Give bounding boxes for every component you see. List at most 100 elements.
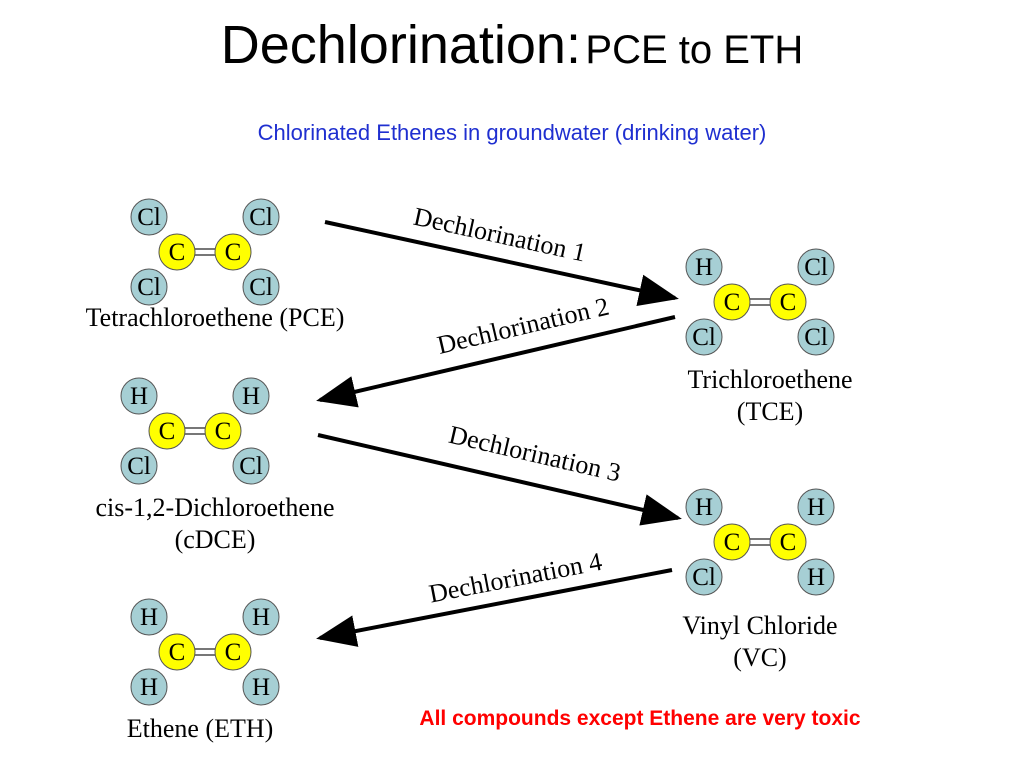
atom-circle	[242, 668, 280, 706]
atom-symbol: C	[169, 239, 186, 266]
atom-circle	[120, 447, 158, 485]
atom-top-right: Cl	[242, 198, 280, 236]
atom-circle	[242, 198, 280, 236]
atom-circle	[797, 318, 835, 356]
atom-center-right: C	[769, 283, 807, 321]
atom-circle	[713, 523, 751, 561]
atom-top-left: Cl	[130, 198, 168, 236]
atom-circle	[685, 488, 723, 526]
atom-top-right: Cl	[797, 248, 835, 286]
title-main: Dechlorination:	[220, 15, 581, 75]
atom-symbol: C	[169, 639, 186, 666]
atom-symbol: H	[130, 383, 148, 410]
molecule-name-tce: Trichloroethene (TCE)	[620, 364, 920, 428]
atom-symbol: C	[159, 418, 176, 445]
molecule-name-line: (cDCE)	[174, 525, 256, 554]
atom-center-right: C	[769, 523, 807, 561]
atom-circle	[797, 488, 835, 526]
atom-symbol: C	[225, 639, 242, 666]
atom-circle	[130, 668, 168, 706]
atom-circle	[769, 523, 807, 561]
atom-bottom-right: Cl	[242, 268, 280, 306]
atom-symbol: Cl	[137, 274, 161, 301]
reaction-step1: Dechlorination 1	[324, 202, 679, 306]
atom-bottom-right: Cl	[797, 318, 835, 356]
atom-center-left: C	[713, 523, 751, 561]
atom-symbol: Cl	[692, 324, 716, 351]
molecule-name-line: Ethene (ETH)	[126, 714, 274, 743]
atom-symbol: Cl	[804, 324, 828, 351]
atom-symbol: C	[780, 289, 797, 316]
atom-circle	[232, 377, 270, 415]
atom-symbol: C	[215, 418, 232, 445]
atom-symbol: H	[695, 254, 713, 281]
atom-symbol: H	[252, 604, 270, 631]
atom-circle	[685, 558, 723, 596]
atom-center-left: C	[713, 283, 751, 321]
atom-center-left: C	[158, 633, 196, 671]
reaction-label: Dechlorination 3	[446, 420, 623, 488]
atom-symbol: Cl	[137, 204, 161, 231]
atom-symbol: H	[807, 564, 825, 591]
atom-symbol: H	[695, 494, 713, 521]
atom-circle	[130, 598, 168, 636]
atom-symbol: Cl	[127, 453, 151, 480]
atom-circle	[797, 558, 835, 596]
atom-circle	[158, 633, 196, 671]
atom-center-left: C	[158, 233, 196, 271]
atom-circle	[214, 633, 252, 671]
subtitle: Chlorinated Ethenes in groundwater (drin…	[257, 120, 767, 145]
atom-symbol: C	[780, 529, 797, 556]
atom-circle	[130, 198, 168, 236]
reaction-arrow	[316, 315, 676, 408]
atom-symbol: C	[225, 239, 242, 266]
reaction-label: Dechlorination 1	[411, 202, 589, 268]
atom-bottom-right: Cl	[232, 447, 270, 485]
atom-center-right: C	[204, 412, 242, 450]
molecule-name-line: (VC)	[733, 643, 787, 672]
molecule-name-line: (TCE)	[736, 397, 804, 426]
atom-circle	[158, 233, 196, 271]
molecule-name-line: Trichloroethene	[687, 365, 853, 394]
toxicity-warning: All compounds except Ethene are very tox…	[419, 707, 861, 730]
atom-symbol: Cl	[249, 204, 273, 231]
molecule-name-line: Vinyl Chloride	[682, 611, 838, 640]
atom-circle	[242, 598, 280, 636]
atom-circle	[797, 248, 835, 286]
atom-circle	[769, 283, 807, 321]
atom-bottom-left: Cl	[685, 558, 723, 596]
atom-circle	[713, 283, 751, 321]
title-sub: PCE to ETH	[585, 28, 804, 72]
atom-circle	[685, 318, 723, 356]
atom-top-left: H	[130, 598, 168, 636]
molecule-name-vc: Vinyl Chloride (VC)	[600, 610, 920, 674]
atom-symbol: C	[724, 529, 741, 556]
atom-bottom-right: H	[797, 558, 835, 596]
atom-symbol: H	[242, 383, 260, 410]
molecule-name-line: cis-1,2-Dichloroethene	[95, 493, 335, 522]
atom-symbol: H	[140, 604, 158, 631]
molecule-name-line: Tetrachloroethene (PCE)	[85, 303, 345, 332]
atom-top-right: H	[232, 377, 270, 415]
atom-bottom-left: Cl	[120, 447, 158, 485]
atom-symbol: H	[252, 674, 270, 701]
reaction-arrow	[316, 568, 673, 647]
atom-symbol: H	[140, 674, 158, 701]
atom-symbol: Cl	[239, 453, 263, 480]
atom-center-left: C	[148, 412, 186, 450]
atom-top-right: H	[797, 488, 835, 526]
reaction-arrow	[317, 433, 682, 526]
molecule-name-cdce: cis-1,2-Dichloroethene (cDCE)	[20, 492, 410, 556]
page-title: Dechlorination: PCE to ETH	[0, 14, 1024, 76]
atom-bottom-left: Cl	[685, 318, 723, 356]
reaction-arrow	[324, 220, 679, 306]
atom-top-left: H	[685, 248, 723, 286]
atom-circle	[204, 412, 242, 450]
